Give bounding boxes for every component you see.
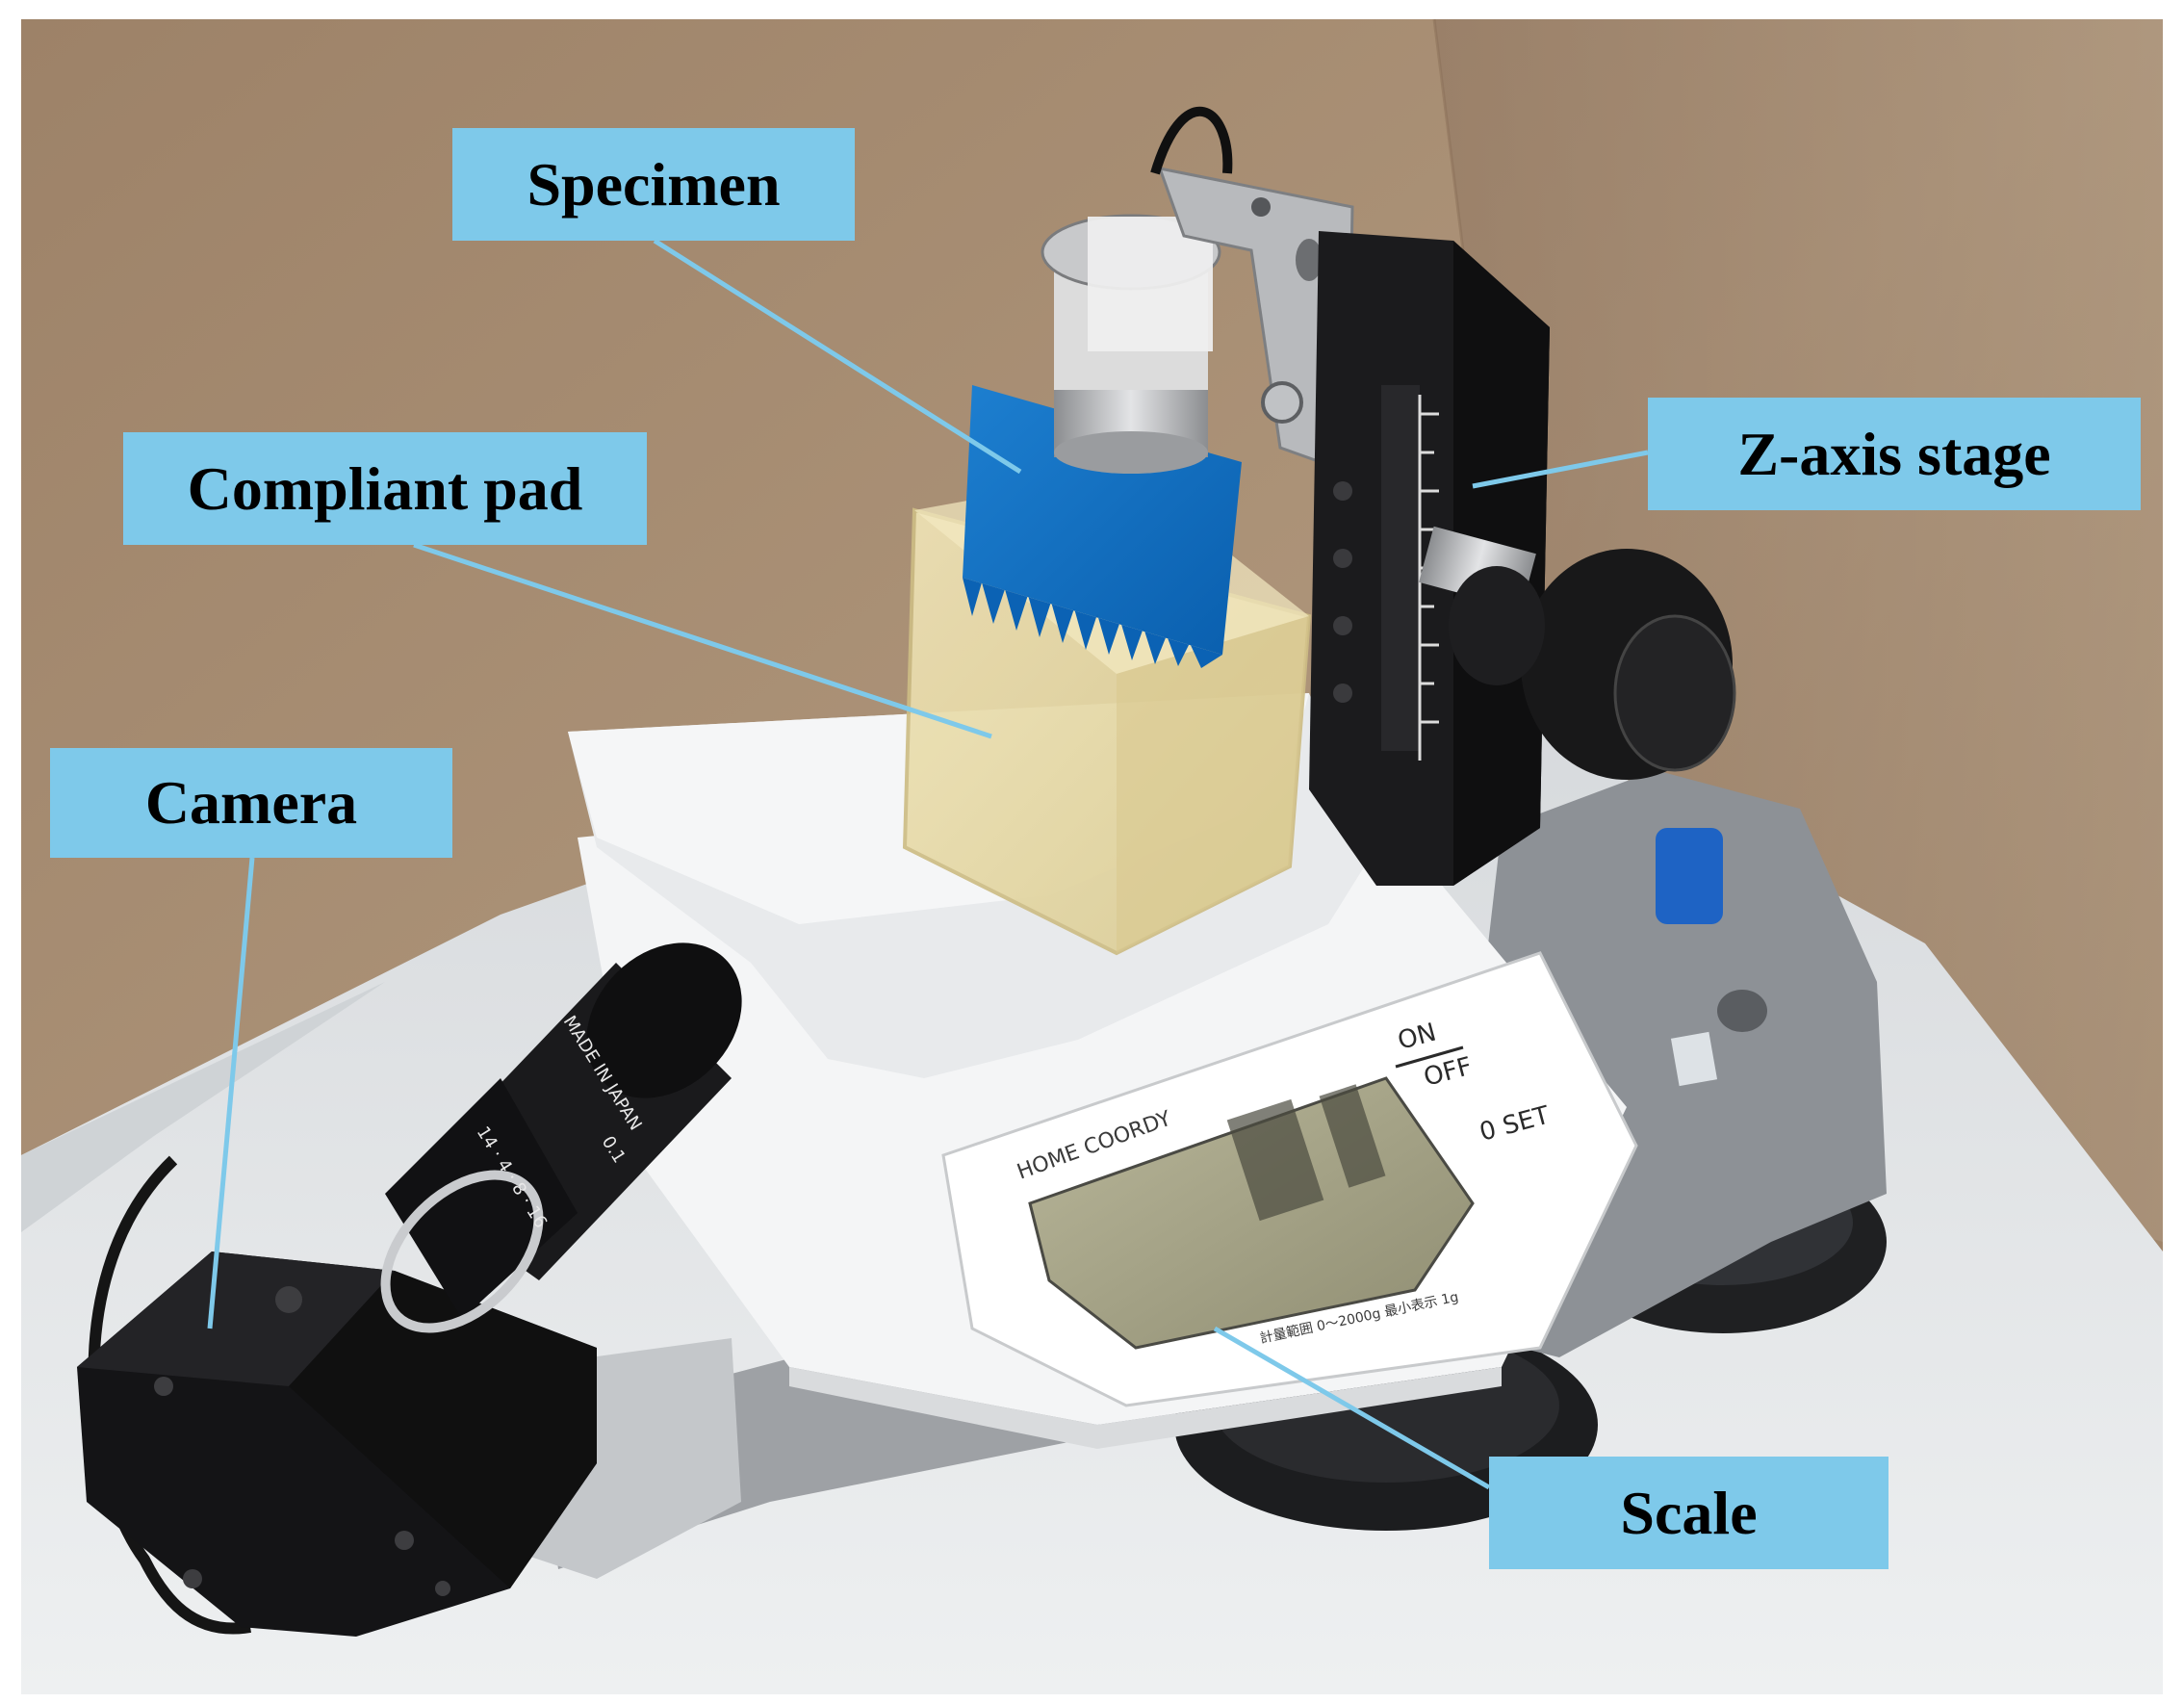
specimen-teeth — [963, 578, 1222, 668]
leader-lines — [207, 238, 1649, 1490]
label-camera: Camera — [50, 748, 452, 858]
leader-compliant-pad — [413, 542, 992, 739]
leader-specimen — [653, 238, 1022, 475]
label-scale: Scale — [1489, 1457, 1889, 1569]
leader-z-axis-stage — [1472, 450, 1649, 489]
label-specimen: Specimen — [452, 128, 855, 241]
leader-camera — [207, 857, 255, 1329]
lens-ring — [380, 1170, 544, 1333]
cardboard-right-panel — [1434, 19, 2163, 1242]
label-compliant-pad: Compliant pad — [123, 432, 647, 545]
label-z-axis-stage: Z-axis stage — [1648, 398, 2141, 510]
leader-scale — [1213, 1326, 1491, 1490]
